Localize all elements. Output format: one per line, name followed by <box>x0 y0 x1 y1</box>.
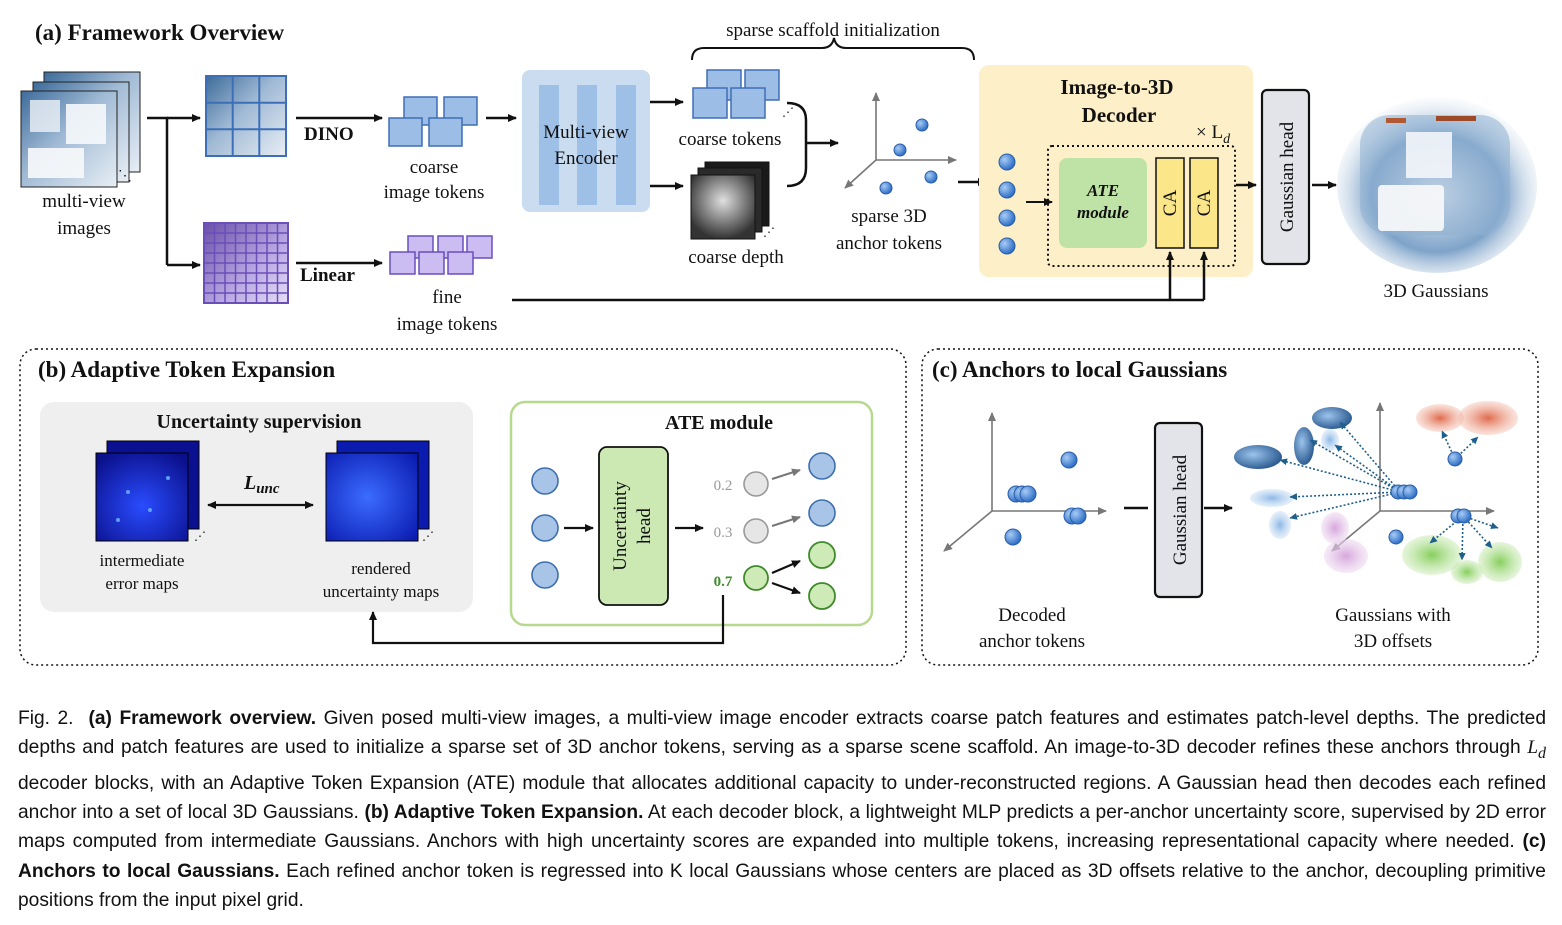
gaussians-with-offsets <box>1234 401 1522 584</box>
offsets-label-2: 3D offsets <box>1354 631 1432 652</box>
image-to-3d-decoder <box>979 65 1253 277</box>
caption-b-head: (b) Adaptive Token Expansion. <box>364 802 644 824</box>
offsets-label-1: Gaussians with <box>1335 605 1451 626</box>
ate-input-tokens <box>531 467 559 589</box>
caption-c-text: Each refined anchor token is regressed i… <box>18 860 1546 912</box>
dino-label: DINO <box>304 124 354 145</box>
svg-text:⋰: ⋰ <box>194 529 206 543</box>
gaussian-head-a-label: Gaussian head <box>1277 121 1298 232</box>
svg-text:⋱: ⋱ <box>118 169 132 184</box>
caption-ld: Ld <box>1527 737 1546 763</box>
ate-module-title: ATE module <box>665 412 773 434</box>
caption-a-text-1: Given posed multi-view images, a multi-v… <box>18 708 1546 759</box>
sparse-anchor-label-2: anchor tokens <box>836 233 942 254</box>
ca-label-2: CA <box>1194 190 1215 217</box>
caption-c-head: (c) Anchors to local Gaussians. <box>18 831 1546 882</box>
output-3d-gaussians-image <box>1337 97 1537 273</box>
coarse-image-tokens-label-1: coarse <box>410 157 459 178</box>
svg-text:⋰: ⋰ <box>422 529 434 543</box>
linear-patch-image <box>203 222 289 304</box>
rendered-uncertainty-maps: ⋰ <box>325 440 434 543</box>
panel-a-title: (a) Framework Overview <box>35 20 284 45</box>
sparse-anchor-label-1: sparse 3D <box>851 206 926 227</box>
multi-view-label-2: images <box>57 218 111 239</box>
coarse-image-tokens-label-2: image tokens <box>384 182 485 203</box>
score-2: 0.3 <box>714 525 733 541</box>
ca-label-1: CA <box>1160 190 1181 217</box>
caption-fig-number: Fig. 2. <box>18 708 74 729</box>
sparse-scaffold-label: sparse scaffold initialization <box>726 20 940 41</box>
coarse-image-tokens <box>388 96 478 147</box>
unc-head-label-1: Uncertainty <box>610 481 631 571</box>
ate-module-label-1: ATE <box>1086 181 1119 200</box>
intermediate-error-maps: ⋰ <box>95 440 206 543</box>
gaussian-head-a <box>1260 88 1311 266</box>
coarse-depth-map <box>690 161 770 240</box>
decoded-label-1: Decoded <box>998 605 1066 626</box>
coarse-tokens <box>692 69 780 119</box>
multi-view-images: ⋱ <box>20 71 141 188</box>
panel-b-title: (b) Adaptive Token Expansion <box>38 357 335 382</box>
panel-a: (a) Framework Overview ⋱ multi-view imag… <box>20 20 1537 335</box>
panel-c-title: (c) Anchors to local Gaussians <box>932 357 1227 382</box>
score-3: 0.7 <box>714 574 733 590</box>
multi-view-encoder <box>522 70 650 212</box>
sparse-anchor-axes <box>844 92 957 195</box>
output-label: 3D Gaussians <box>1383 281 1488 302</box>
fine-image-tokens-label-1: fine <box>432 287 462 308</box>
rendered-unc-label-1: rendered <box>351 559 411 578</box>
gaussian-head-c <box>1153 421 1204 599</box>
svg-text:⋰: ⋰ <box>763 225 775 239</box>
ate-scored-tokens <box>743 471 769 591</box>
encoder-label-1: Multi-view <box>543 122 629 143</box>
multi-view-label-1: multi-view <box>42 191 126 212</box>
dino-patch-image <box>205 75 287 157</box>
panel-b: (b) Adaptive Token Expansion Uncertainty… <box>19 348 907 666</box>
decoded-label-2: anchor tokens <box>979 631 1085 652</box>
caption-b-text: At each decoder block, a lightweight MLP… <box>18 802 1546 853</box>
decoder-title-2: Decoder <box>1082 103 1157 127</box>
score-1: 0.2 <box>714 478 733 494</box>
svg-text:⋰: ⋰ <box>782 105 794 119</box>
linear-label: Linear <box>300 265 355 286</box>
inter-error-label-1: intermediate <box>100 551 185 570</box>
panel-c: (c) Anchors to local Gaussians Decoded a… <box>921 348 1539 666</box>
caption-a-text-2: decoder blocks, with an Adaptive Token E… <box>18 772 1546 824</box>
ate-output-tokens <box>808 452 836 610</box>
figure-caption: Fig. 2. (a) Framework overview. Given po… <box>18 704 1546 916</box>
ate-module-label-2: module <box>1077 203 1129 222</box>
times-ld-label: × Ld <box>1196 122 1231 147</box>
unc-head-label-2: head <box>634 508 655 544</box>
figure-diagram: (a) Framework Overview ⋱ multi-view imag… <box>19 20 1539 666</box>
inter-error-label-2: error maps <box>105 574 178 593</box>
coarse-tokens-label: coarse tokens <box>679 129 782 150</box>
uncertainty-supervision-title: Uncertainty supervision <box>157 411 362 433</box>
encoder-label-2: Encoder <box>554 148 618 169</box>
l-unc-label: Lunc <box>243 472 280 497</box>
uncertainty-head-box <box>598 446 669 606</box>
gaussian-head-c-label: Gaussian head <box>1170 454 1191 565</box>
caption-a-head: (a) Framework overview. <box>88 708 317 729</box>
decoded-anchor-axes <box>943 412 1107 552</box>
coarse-depth-label: coarse depth <box>688 247 784 268</box>
fine-image-tokens <box>389 235 493 275</box>
decoder-title-1: Image-to-3D <box>1060 75 1173 99</box>
rendered-unc-label-2: uncertainty maps <box>323 582 440 601</box>
fine-image-tokens-label-2: image tokens <box>397 314 498 335</box>
